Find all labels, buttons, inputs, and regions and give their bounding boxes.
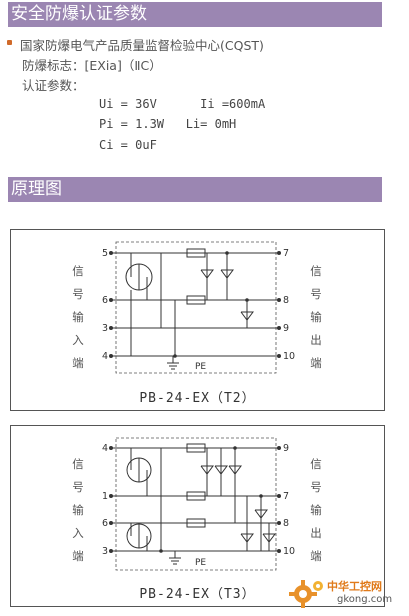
model-label-t2: PB-24-EX（T2） xyxy=(139,391,256,406)
terminal-label: 8 xyxy=(283,295,289,306)
terminal-label: 9 xyxy=(283,323,289,334)
input-side-label: 信 号 输 入 端 xyxy=(72,264,84,370)
watermark-brand: 中华工控网 xyxy=(327,580,382,593)
bullet-icon xyxy=(7,40,12,45)
circuit-diagram-t2: 5 6 3 4 7 8 9 10 xyxy=(102,241,295,374)
terminal-label: 10 xyxy=(283,546,295,557)
terminal-label: 4 xyxy=(102,443,108,454)
watermark-logo: 中华工控网 gkong.com xyxy=(287,576,405,612)
schematic-t3: 信 号 输 入 端 信 号 输 出 端 4 1 6 3 9 7 8 10 xyxy=(10,425,385,607)
section-header-certification: 安全防爆认证参数 xyxy=(8,2,382,27)
explosion-proof-mark: 防爆标志：[EXia]（ⅡC） xyxy=(22,58,162,73)
section-header-schematic: 原理图 xyxy=(8,177,382,202)
terminal-label: 5 xyxy=(102,248,108,259)
terminal-label: 6 xyxy=(102,295,108,306)
terminal-label: 9 xyxy=(283,443,289,454)
terminal-label: 1 xyxy=(102,491,108,502)
param-row-1: Ui = 36V Ii =600mA xyxy=(99,97,266,111)
circuit-diagram-t3: 4 1 6 3 9 7 8 10 xyxy=(102,437,295,571)
output-side-label: 信 号 输 出 端 xyxy=(310,264,322,370)
terminal-label: 7 xyxy=(283,248,289,259)
terminal-label: 7 xyxy=(283,491,289,502)
param-row-3: Ci = 0uF xyxy=(99,138,157,152)
ground-label: PE xyxy=(195,558,206,568)
terminal-label: 8 xyxy=(283,518,289,529)
terminal-label: 3 xyxy=(102,323,108,334)
gear-icon xyxy=(289,580,323,608)
terminal-label: 4 xyxy=(102,351,108,362)
cert-organization: 国家防爆电气产品质量监督检验中心(CQST) xyxy=(20,38,264,53)
terminal-label: 6 xyxy=(102,518,108,529)
model-label-t3: PB-24-EX（T3） xyxy=(139,587,256,602)
output-side-label: 信 号 输 出 端 xyxy=(310,457,322,563)
terminal-label: 3 xyxy=(102,546,108,557)
param-row-2: Pi = 1.3W Li= 0mH xyxy=(99,117,237,131)
input-side-label: 信 号 输 入 端 xyxy=(72,457,84,563)
watermark-site: gkong.com xyxy=(337,594,393,605)
terminal-label: 10 xyxy=(283,351,295,362)
ground-label: PE xyxy=(195,362,206,372)
params-label: 认证参数： xyxy=(22,78,85,93)
schematic-t2: 信 号 输 入 端 信 号 输 出 端 5 6 3 4 7 8 9 10 xyxy=(10,229,385,411)
